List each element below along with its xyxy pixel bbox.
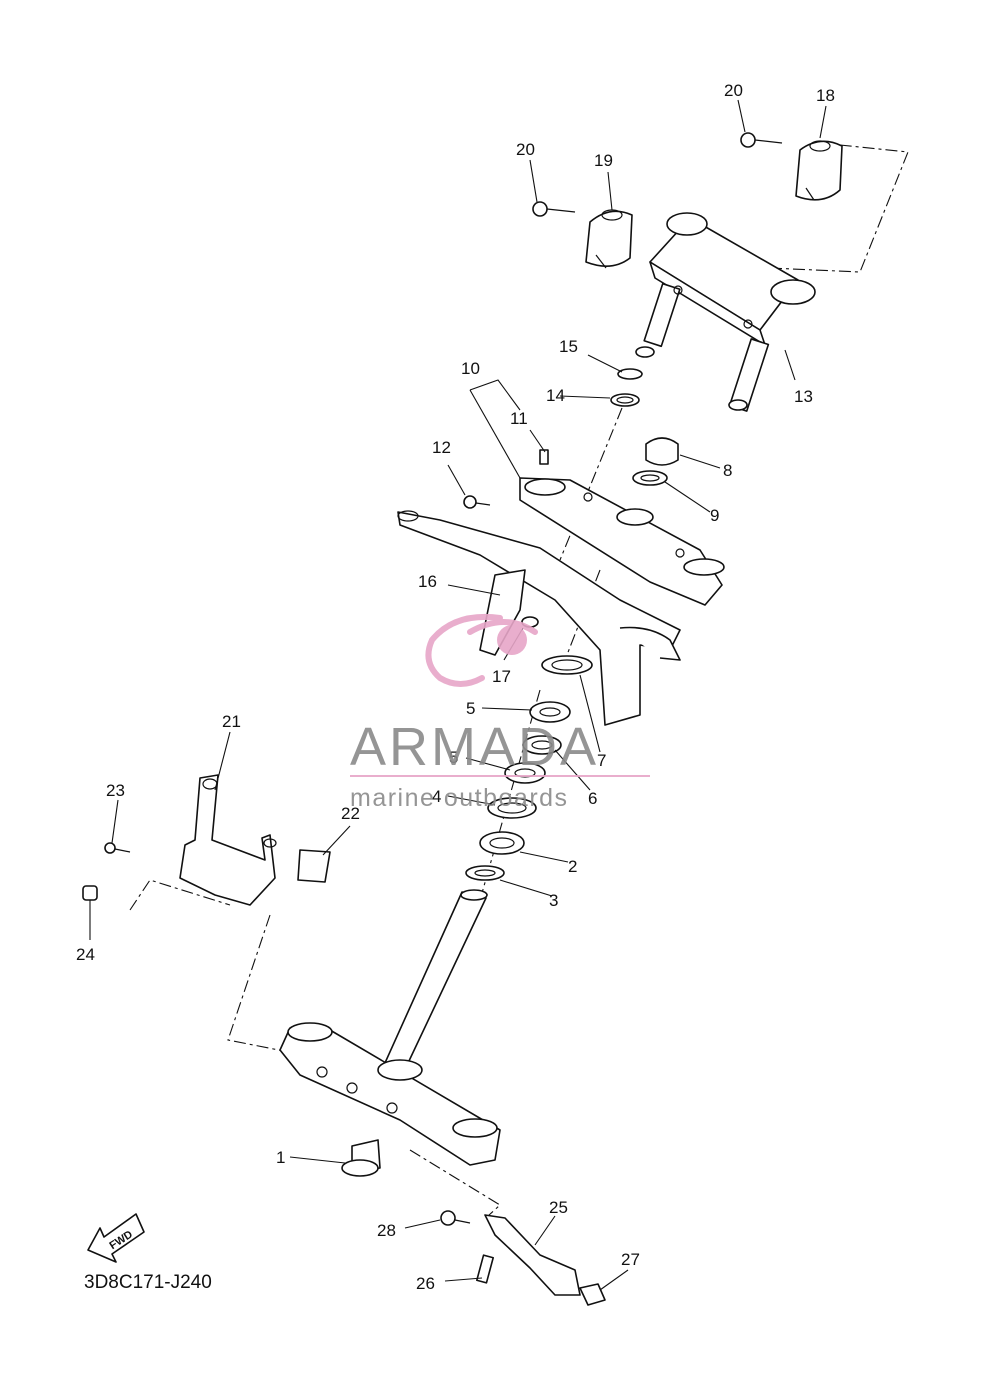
callout-7: 7 [597,751,606,770]
callout-23: 23 [106,781,125,800]
callout-8: 8 [723,461,732,480]
callout-1: 1 [276,1148,285,1167]
bearing-stack [465,655,593,881]
handlebar-holder-assembly [532,132,843,412]
callout-27: 27 [621,1250,640,1269]
steering-stem-under-bracket [279,889,501,1177]
callout-21: 21 [222,712,241,731]
callout-14: 14 [546,386,565,405]
upper-bracket-assembly [463,368,725,606]
leader-lines [89,99,827,1291]
watermark-brand: ARMADA [350,717,599,777]
callout-10: 10 [461,359,480,378]
callout-6: 6 [588,789,597,808]
callout-19: 19 [594,151,613,170]
callout-20b: 20 [724,81,743,100]
callout-16: 16 [418,572,437,591]
callout-18: 18 [816,86,835,105]
bracket-25-assembly [440,1210,606,1306]
callout-5a: 5 [466,699,475,718]
callout-22: 22 [341,804,360,823]
callout-5b: 5 [449,748,458,767]
bracket-21-assembly [82,774,331,906]
fwd-arrow: FWD [87,1213,145,1263]
armada-watermark: ARMADA marine outboards [350,614,650,812]
bracket-plate-assembly [397,510,681,726]
callout-13: 13 [794,387,813,406]
watermark-tagline: marine outboards [350,784,569,812]
callout-11: 11 [510,409,528,428]
assembly-axes [129,144,909,1217]
callout-20a: 20 [516,140,535,159]
callout-17: 17 [492,667,511,686]
callout-24: 24 [76,945,95,964]
callout-15: 15 [559,337,578,356]
diagram-code: 3D8C171-J240 [84,1272,212,1293]
callout-labels: 1 2 3 4 5 5 6 7 8 9 10 11 12 13 14 15 16… [76,81,835,1293]
callout-9: 9 [710,506,719,525]
callout-26: 26 [416,1274,435,1293]
callout-28: 28 [377,1221,396,1240]
callout-2: 2 [568,857,577,876]
armada-logo-mark [425,614,538,687]
callout-12: 12 [432,438,451,457]
callout-4: 4 [432,787,441,806]
callout-25: 25 [549,1198,568,1217]
callout-3: 3 [549,891,558,910]
